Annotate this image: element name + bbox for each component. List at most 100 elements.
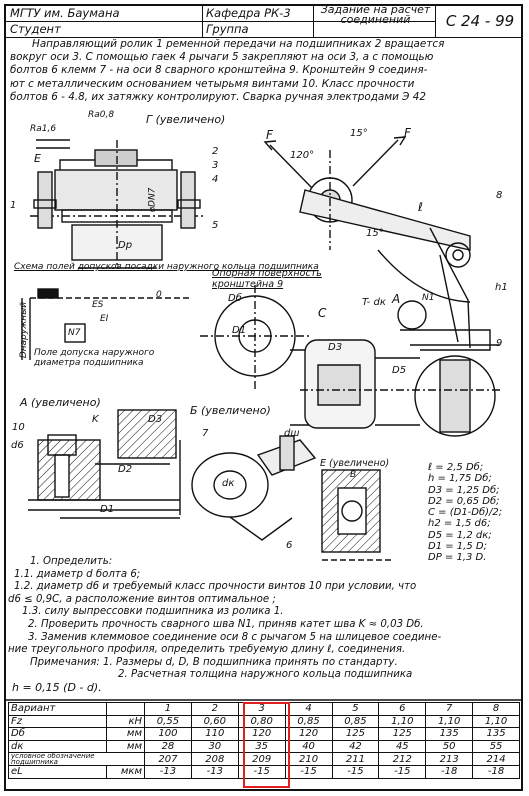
table-cell: -13 (144, 765, 192, 779)
section-b-drawing (191, 435, 317, 541)
variant-3-highlight (243, 702, 290, 788)
db-label-top: Dб (228, 293, 242, 304)
table-cell: 110 (190, 727, 239, 741)
view-a-label: А (увеличено) (20, 396, 101, 409)
note-line: d6 ≤ 0,9C, а расположение винтов оптимал… (8, 593, 276, 605)
tolerance-scheme (21, 288, 190, 360)
section-e-drawing (321, 469, 392, 561)
roller-assembly-drawing (30, 139, 205, 269)
header-vline-1 (202, 4, 203, 37)
d1-label: D1 (232, 325, 247, 336)
tolerance-n7: N7 (68, 328, 81, 338)
table-cell: 125 (378, 727, 427, 741)
e-label: E (34, 152, 41, 165)
param-line: ℓ = 2,5 Dб; (428, 462, 484, 473)
table-cell: 7 (425, 702, 474, 716)
dp-label: Dp (118, 240, 133, 251)
table-cell: -18 (425, 765, 474, 779)
department-name: Кафедра РК-3 (206, 6, 291, 20)
view-b-label: Б (увеличено) (190, 404, 271, 417)
header-bottom-line (4, 37, 523, 38)
row-name: Dб (8, 727, 107, 741)
table-cell: 0,85 (331, 714, 380, 728)
table-cell: -15 (284, 765, 333, 779)
table-cell: 213 (425, 752, 474, 766)
row-unit: мкм (106, 765, 145, 779)
force-f-label-2: F (404, 126, 411, 140)
param-line: h = 1,75 Dб; (428, 473, 492, 485)
part-number: 2 (212, 146, 219, 157)
table-cell: 210 (284, 752, 333, 766)
sheet-frame (4, 4, 523, 791)
part-number: 1 (10, 200, 17, 211)
part-number: 6 (286, 540, 293, 551)
table-row: условное обозначение подшипника 207 208 … (8, 752, 520, 766)
part-number: 4 (212, 174, 219, 185)
task-title: Задание на расчет соединений (320, 5, 431, 25)
view-e-label: Е (увеличено) (320, 458, 390, 469)
note-line: h = 0,15 (D - d). (12, 681, 102, 694)
part-number: 10 (12, 422, 25, 433)
d3-label-mid: D3 (328, 342, 343, 353)
task-line: болтов 6 клемм 7 - на оси 8 сварного кро… (10, 64, 428, 77)
table-cell: 0,55 (144, 714, 192, 728)
section-a-drawing (28, 409, 181, 519)
bracket-drawing (200, 285, 500, 437)
task-line: ют с металлическим основанием четырьмя в… (10, 77, 415, 90)
part-number: 5 (212, 220, 219, 231)
table-cell: 42 (331, 739, 380, 753)
roughness-2: Ra0,8 (88, 110, 115, 120)
param-line: C = (D1-Dб)/2; (428, 507, 503, 519)
table-cell: 100 (144, 727, 192, 741)
table-cell: 211 (331, 752, 380, 766)
table-cell: 0,85 (284, 714, 333, 728)
note-line: ние треугольного профиля, определить тре… (8, 644, 406, 656)
note-line: Примечания: 1. Размеры d, D, B подшипник… (30, 656, 398, 668)
document-code: С 24 - 99 (445, 12, 515, 30)
b-small-label: B (350, 470, 357, 480)
table-cell: 135 (425, 727, 474, 741)
d2-label: D2 (118, 464, 133, 475)
table-cell: 135 (472, 727, 520, 741)
row-name: условное обозначение подшипника (8, 752, 145, 766)
group-label: Группа (206, 22, 249, 36)
table-cell: -15 (378, 765, 427, 779)
roughness-1: Ra1,6 (30, 124, 57, 134)
param-line: D5 = 1,2 dк; (428, 529, 492, 541)
a-label: A (392, 292, 401, 306)
table-header-name: Вариант (8, 702, 107, 716)
part-number: 9 (496, 338, 503, 349)
table-cell: 214 (472, 752, 520, 766)
tolerance-es: ES (92, 300, 104, 310)
weld-n1-label: N1 (422, 293, 435, 303)
row-name: dк (8, 739, 107, 753)
table-cell: 45 (378, 739, 427, 753)
param-line: h2 = 1,5 d6; (428, 518, 491, 530)
table-cell: 1,10 (472, 714, 520, 728)
part-number: 8 (496, 190, 503, 201)
task-description: Направляющий ролик 1 ременной передачи н… (10, 38, 522, 104)
h1-label: h1 (495, 282, 508, 293)
view-g-label: Г (увеличено) (146, 113, 226, 126)
note-line: 1.3. силу выпрессовки подшипника из роли… (22, 606, 284, 618)
table-cell: -15 (331, 765, 380, 779)
table-row: Fz кН 0,55 0,60 0,80 0,85 0,85 1,10 1,10… (8, 714, 520, 728)
length-l-label: ℓ (418, 200, 423, 214)
task-notes: 1. Определить: 1.1. диаметр d болта 6; 1… (8, 556, 522, 695)
task-line: Направляющий ролик 1 ременной передачи н… (32, 38, 445, 50)
tolerance-zero: 0 (156, 290, 162, 300)
task-line: вокруг оси 3. С помощью гаек 4 рычаги 5 … (10, 51, 434, 64)
param-line: D3 = 1,25 Dб; (428, 484, 500, 496)
d5-label: D5 (392, 365, 407, 376)
dw-label: dш (284, 428, 300, 439)
table-cell: 209 (237, 752, 286, 766)
force-f-label-1: F (266, 128, 273, 142)
parameter-list: ℓ = 2,5 Dб; h = 1,75 Dб; D3 = 1,25 Dб; D… (428, 462, 502, 564)
row-name: eL (8, 765, 107, 779)
note-line: 3. Заменив клеммовое соединение оси 8 с … (28, 631, 442, 643)
header-divider (4, 21, 435, 22)
table-header-row: Вариант 1 2 3 4 5 6 7 8 (8, 702, 520, 716)
support-surface-label: Опорная поверхность кронштейна 9 (212, 268, 322, 290)
table-header-unit (106, 702, 145, 716)
